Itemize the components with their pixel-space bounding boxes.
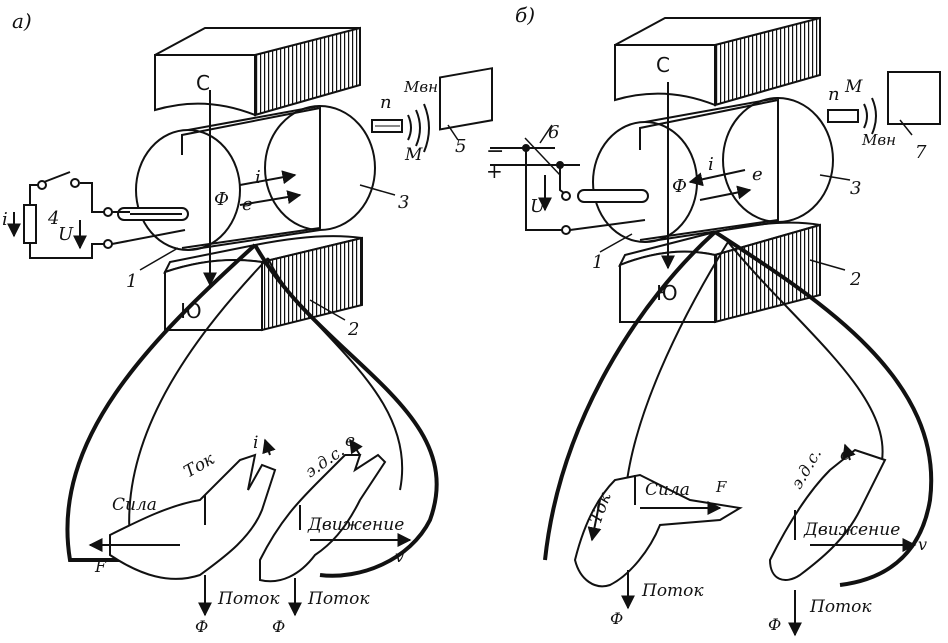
bottom-pole-magnet-a [163, 235, 363, 332]
current-label-a: i [255, 167, 261, 188]
hand-force-a: Сила [112, 495, 157, 515]
num-3-b: 3 [850, 178, 861, 199]
num-5: 5 [455, 136, 466, 157]
hand-current-word-a: Ток [181, 449, 219, 483]
hand-flux-sym-2-a: Ф [272, 617, 285, 636]
source-circuit-a [7, 171, 186, 259]
hand-emf-sym-b: e [840, 445, 850, 465]
speed-label-b: n [828, 84, 840, 105]
torque-label-a: М [404, 145, 423, 165]
left-hand-rule-b [573, 473, 743, 610]
num-4: 4 [47, 208, 59, 229]
pole-bottom-b: Ю [656, 281, 678, 305]
pole-bottom-a: Ю [180, 299, 202, 323]
num-3-a: 3 [398, 192, 409, 213]
hand-flux-word-1-b: Поток [641, 581, 704, 601]
emf-label-a: e [242, 194, 253, 215]
num-2-a: 2 [347, 319, 359, 340]
voltage-label-b: U [530, 196, 546, 217]
panel-a [7, 26, 493, 617]
hand-motion-word-b: Движение [803, 520, 900, 540]
current-label-b: i [708, 154, 714, 175]
hand-force-sym-a: F [94, 557, 107, 576]
hand-flux-sym-1-a: Ф [195, 617, 208, 636]
emf-label-b: e [752, 164, 763, 185]
hand-force-sym-b: F [715, 478, 727, 496]
hand-flux-word-2-a: Поток [307, 589, 370, 609]
hand-motion-word-a: Движение [307, 515, 404, 535]
right-hand-rule-b [768, 443, 917, 637]
pole-top-a: С [196, 71, 210, 95]
torque-ext-label-a: Мвн [403, 78, 438, 96]
source-circuit-b [490, 137, 646, 235]
panel-b [490, 16, 941, 637]
plus-label-b: + [486, 159, 503, 183]
load-box-7 [887, 71, 941, 125]
current-left-label-a: i [2, 209, 8, 230]
torque-ext-label-b: Мвн [861, 131, 896, 149]
hand-current-sym-a: i [253, 433, 258, 453]
hand-flux-word-2-b: Поток [809, 597, 872, 617]
panel-a-tag: а) [12, 9, 32, 33]
top-pole-magnet-a [154, 26, 361, 117]
num-1-b: 1 [592, 252, 603, 273]
voltage-label-a: U [58, 224, 74, 245]
left-hand-rule-a [88, 438, 277, 617]
hand-flux-sym-2-b: Ф [768, 615, 781, 634]
flux-label-b: Ф [672, 176, 687, 197]
top-pole-magnet-b [614, 16, 821, 107]
flux-label-a: Ф [214, 189, 229, 210]
load-box-5 [439, 67, 493, 131]
panel-b-tag: б) [515, 3, 535, 27]
pole-top-b: С [656, 53, 670, 77]
hand-emf-sym-a: e [345, 431, 355, 451]
hand-motion-sym-b: v [918, 535, 927, 554]
num-7: 7 [915, 142, 927, 163]
hand-flux-sym-1-b: Ф [610, 609, 623, 628]
num-1-a: 1 [126, 271, 137, 292]
hand-flux-word-1-a: Поток [217, 589, 280, 609]
num-2-b: 2 [849, 269, 861, 290]
hand-force-b: Сила [645, 480, 690, 500]
armature-b [577, 97, 859, 243]
minus-label-b: − [486, 139, 504, 164]
right-hand-rule-a [259, 438, 412, 617]
hand-motion-sym-a: v [395, 547, 404, 566]
speed-label-a: n [380, 92, 392, 113]
num-6: 6 [548, 122, 559, 143]
torque-label-b: М [844, 77, 863, 97]
armature-a [117, 105, 403, 251]
